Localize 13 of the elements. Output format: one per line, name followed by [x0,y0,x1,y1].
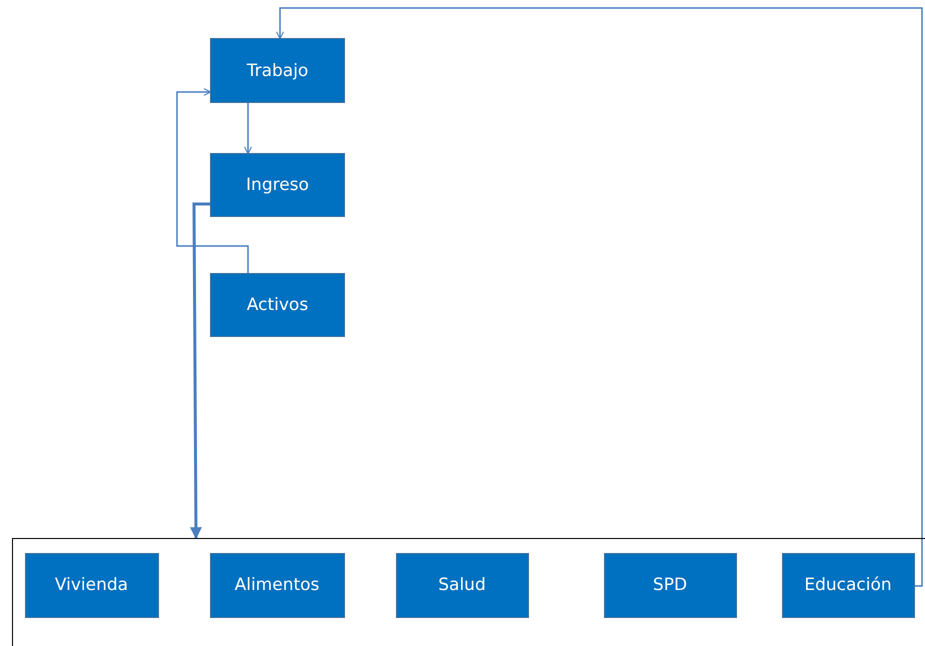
process-box: SPD [604,552,736,618]
arrow [190,202,210,540]
process-box: Activos [210,273,345,337]
process-box: Trabajo [210,38,345,103]
process-box: Vivienda [24,552,158,618]
arrow [276,7,923,587]
process-box: Alimentos [210,552,344,618]
group-frame [12,538,925,646]
process-box: Ingreso [210,153,345,217]
process-box: Educación [782,552,914,618]
arrow [176,88,249,273]
process-box: Salud [396,552,528,618]
arrow [244,103,252,154]
